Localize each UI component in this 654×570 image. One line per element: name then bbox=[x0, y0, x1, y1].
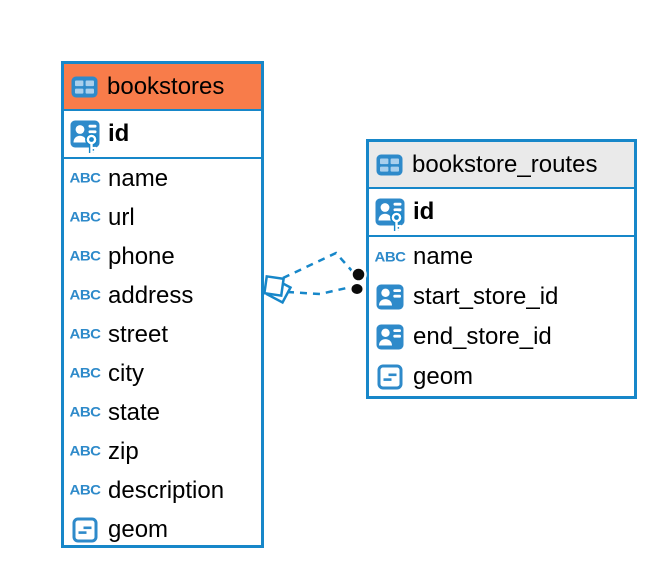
column-row-start-store-id[interactable]: start_store_id bbox=[369, 277, 634, 317]
column-row-description[interactable]: ABC description bbox=[64, 471, 261, 510]
text-type-icon: ABC bbox=[69, 482, 102, 499]
table-title: bookstores bbox=[107, 72, 225, 100]
key-glyph bbox=[85, 132, 98, 153]
geometry-type-icon bbox=[70, 517, 100, 543]
column-row-url[interactable]: ABC url bbox=[64, 198, 261, 237]
column-list: ABC name start_store_id bbox=[369, 237, 634, 397]
column-name: street bbox=[108, 320, 169, 348]
primary-key-icon bbox=[70, 113, 100, 156]
table-title: bookstore_routes bbox=[412, 150, 598, 178]
table-bookstores[interactable]: bookstores bbox=[61, 61, 264, 548]
column-row-geom[interactable]: geom bbox=[369, 357, 634, 397]
column-name: geom bbox=[108, 515, 169, 543]
column-name: end_store_id bbox=[413, 323, 552, 350]
text-type-icon: ABC bbox=[69, 287, 102, 304]
column-name: phone bbox=[108, 242, 175, 270]
table-bookstore-routes[interactable]: bookstore_routes bbox=[366, 139, 637, 399]
text-type-icon: ABC bbox=[69, 443, 102, 460]
column-name: name bbox=[413, 243, 474, 270]
column-name: id bbox=[413, 198, 435, 225]
column-row-state[interactable]: ABC state bbox=[64, 393, 261, 432]
column-name: address bbox=[108, 281, 194, 309]
text-type-icon: ABC bbox=[69, 404, 102, 421]
foreign-key-icon bbox=[375, 324, 405, 350]
one-end-dots-marker[interactable] bbox=[350, 266, 367, 295]
text-type-icon: ABC bbox=[69, 326, 102, 343]
column-row-geom[interactable]: geom bbox=[64, 510, 261, 549]
column-name: state bbox=[108, 398, 161, 426]
text-type-icon: ABC bbox=[69, 209, 102, 226]
table-header-bookstore-routes[interactable]: bookstore_routes bbox=[369, 142, 634, 189]
column-row-name[interactable]: ABC name bbox=[64, 159, 261, 198]
many-end-squares-marker[interactable] bbox=[262, 274, 293, 305]
column-row-id[interactable]: id bbox=[64, 111, 261, 159]
column-name: id bbox=[108, 120, 130, 147]
text-type-icon: ABC bbox=[69, 365, 102, 382]
column-row-end-store-id[interactable]: end_store_id bbox=[369, 317, 634, 357]
table-icon bbox=[70, 76, 99, 98]
table-header-bookstores[interactable]: bookstores bbox=[64, 64, 261, 111]
table-icon bbox=[375, 154, 404, 176]
column-row-street[interactable]: ABC street bbox=[64, 315, 261, 354]
column-row-name[interactable]: ABC name bbox=[369, 237, 634, 277]
column-row-zip[interactable]: ABC zip bbox=[64, 432, 261, 471]
column-name: start_store_id bbox=[413, 283, 559, 310]
foreign-key-icon bbox=[375, 284, 405, 310]
column-row-city[interactable]: ABC city bbox=[64, 354, 261, 393]
text-type-icon: ABC bbox=[69, 248, 102, 265]
text-type-icon: ABC bbox=[374, 249, 407, 265]
column-row-phone[interactable]: ABC phone bbox=[64, 237, 261, 276]
column-row-id[interactable]: id bbox=[369, 189, 634, 237]
geometry-type-icon bbox=[375, 364, 405, 390]
column-name: zip bbox=[108, 437, 139, 465]
column-list: ABC name ABC url ABC phone ABC address A… bbox=[64, 159, 261, 549]
column-name: name bbox=[108, 164, 169, 192]
column-row-address[interactable]: ABC address bbox=[64, 276, 261, 315]
key-glyph bbox=[390, 210, 403, 231]
column-name: description bbox=[108, 476, 225, 504]
column-name: city bbox=[108, 359, 144, 387]
column-name: geom bbox=[413, 363, 474, 390]
relationship-line-upper[interactable] bbox=[282, 251, 353, 280]
primary-key-icon bbox=[375, 191, 405, 234]
relationship-line-lower[interactable] bbox=[286, 285, 352, 296]
text-type-icon: ABC bbox=[69, 170, 102, 187]
column-name: url bbox=[108, 203, 135, 231]
